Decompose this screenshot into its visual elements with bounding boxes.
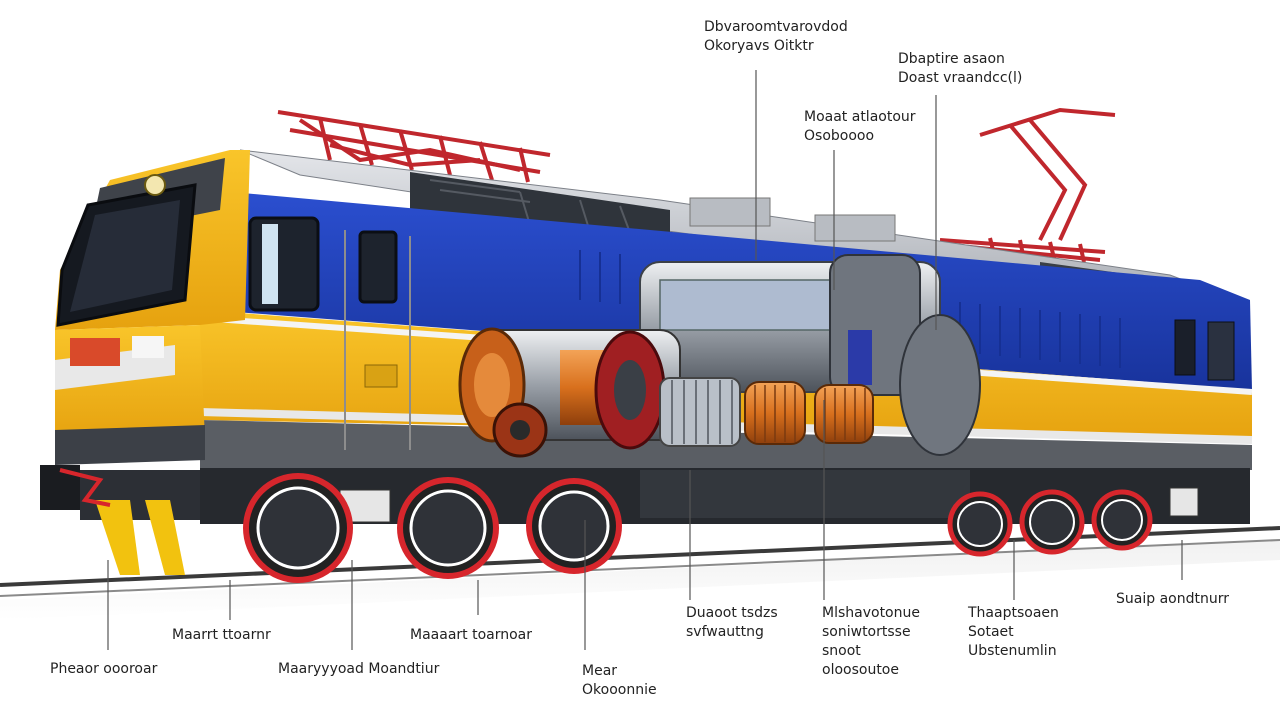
wheelset-rear (947, 489, 1153, 557)
pantograph-rear (939, 107, 1116, 263)
pantograph-front (277, 110, 551, 183)
front-cab (55, 150, 250, 465)
callout-bottom-1: Pheaor oooroar (50, 661, 158, 677)
callout-bottom-6: Duaoot tsdzs svfwauttng (686, 605, 778, 640)
callout-bottom-2: Maarrt ttoarnr (172, 627, 271, 643)
callout-bottom-9: Suaip aondtnurr (1116, 591, 1229, 607)
callout-bottom-4: Maaaart toarnoar (410, 627, 533, 643)
callout-top-2: Dbaptire asaon Doast vraandcc(l) (898, 51, 1023, 86)
callout-top-1: Dbvaroomtvarovdod Okoryavs Oitktr (704, 19, 848, 54)
callout-bottom-8: Thaaptsoaen Sotaet Ubstenumlin (968, 605, 1059, 659)
callout-top-3: Moaat atlaotour Osoboooo (804, 109, 916, 144)
leader-lines (107, 70, 1183, 650)
callout-bottom-3: Maaryyyoad Moandtiur (278, 661, 440, 677)
callout-bottom-5: Mear Okooonnie (582, 663, 657, 698)
callout-bottom-7: Mlshavotonue soniwtortsse snoot oloosout… (822, 605, 920, 678)
track (0, 526, 1280, 620)
traction-motor-cutaway (458, 254, 981, 458)
wheelset-front (243, 473, 622, 583)
